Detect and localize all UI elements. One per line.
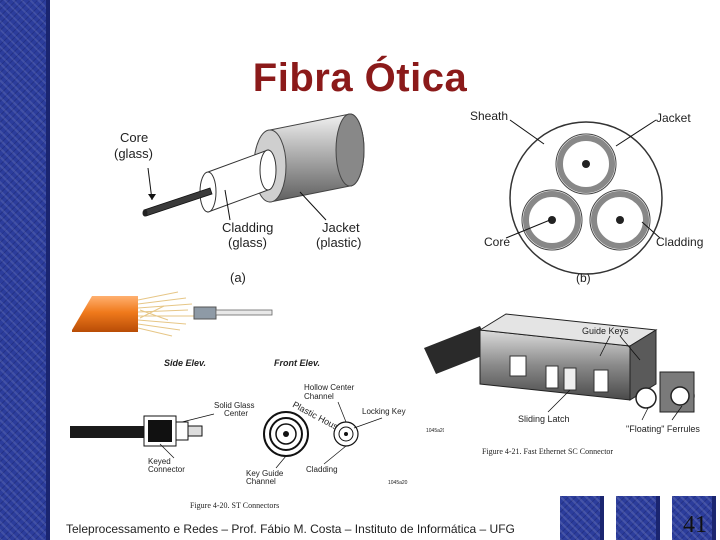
core-sub-label: (glass) xyxy=(114,146,153,161)
front-elev-label: Front Elev. xyxy=(274,358,320,368)
solid-glass-label: Solid Glass xyxy=(214,401,254,410)
figure-fiber-structure: Core (glass) Cladding (glass) Jacket (pl… xyxy=(114,113,365,285)
core-b-label: Core xyxy=(484,235,510,249)
floating-ferrules-label: "Floating" Ferrules xyxy=(626,424,700,434)
code-label-1: 1045a20 xyxy=(426,428,444,434)
jacket-sub-label: (plastic) xyxy=(316,235,362,250)
st-caption: Figure 4-20. ST Connectors xyxy=(190,501,279,510)
keyed-connector-label: Keyed xyxy=(148,457,171,466)
footer-decoration-tile-3 xyxy=(672,496,716,540)
jacket-label: Jacket xyxy=(322,220,360,235)
locking-key-label: Locking Key xyxy=(362,407,406,416)
fiber-right xyxy=(589,189,651,251)
front-elev-ring xyxy=(263,411,309,457)
side-decoration-strip xyxy=(0,0,50,540)
small-front-ring xyxy=(333,421,359,447)
side-elev-label: Side Elev. xyxy=(164,358,206,368)
guide-keys-label: Guide Keys xyxy=(582,326,629,336)
figure-st-connectors: Side Elev. Front Elev. Hollow Center Cha… xyxy=(70,358,444,510)
cladding-label: Cladding xyxy=(222,220,273,235)
sc-caption: Figure 4-21. Fast Ethernet SC Connector xyxy=(482,447,613,456)
figure-b-caption: (b) xyxy=(576,271,591,285)
figure-a-caption: (a) xyxy=(230,270,246,285)
cladding-b-label: Cladding xyxy=(656,235,703,249)
jacket-b-label: Jacket xyxy=(656,111,691,125)
fiber-left xyxy=(521,189,583,251)
cladding-sub-label: (glass) xyxy=(228,235,267,250)
key-guide-label: Key Guide xyxy=(246,469,284,478)
footer-decoration-tile-2 xyxy=(616,496,660,540)
figure-sc-connector: Guide Keys Sliding Latch "Floating" Ferr… xyxy=(424,313,700,456)
fiber-bundle-image xyxy=(72,291,273,337)
sliding-latch-label: Sliding Latch xyxy=(518,414,570,424)
figure-fiber-sheath: Sheath Jacket Core Cladding (b) xyxy=(470,109,703,285)
page-number: 41 xyxy=(683,512,707,538)
sheath-label: Sheath xyxy=(470,109,508,123)
footer-text: Teleprocessamento e Redes – Prof. Fábio … xyxy=(66,522,515,536)
fiber-top xyxy=(555,133,617,195)
key-guide-sub-label: Channel xyxy=(246,477,276,486)
cladding-st-label: Cladding xyxy=(306,465,338,474)
hollow-center-sub-label: Channel xyxy=(304,392,334,401)
footer-decoration-tile-1 xyxy=(560,496,604,540)
slide-title: Fibra Ótica xyxy=(252,56,468,100)
core-label: Core xyxy=(120,130,148,145)
solid-glass-sub-label: Center xyxy=(224,409,248,418)
keyed-connector-sub-label: Connector xyxy=(148,465,185,474)
code-label-2: 1045a20 xyxy=(388,480,408,486)
hollow-center-label: Hollow Center xyxy=(304,383,355,392)
